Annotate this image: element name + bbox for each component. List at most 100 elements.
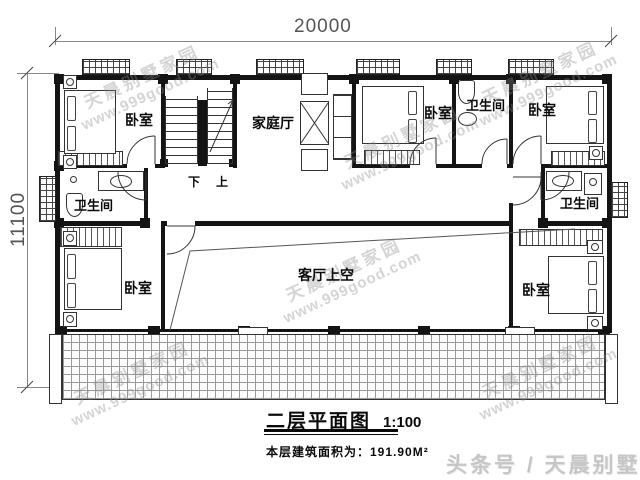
window-hatch-right (611, 182, 628, 218)
wall-corridor-bottom-c (195, 221, 513, 226)
room-label-void: 客厅上空 (298, 267, 354, 283)
balcony-end-right (605, 334, 618, 404)
wardrobe (364, 150, 420, 165)
toilet (458, 80, 475, 104)
column (349, 74, 359, 84)
window-hatch (356, 59, 400, 75)
window-hatch (256, 59, 304, 75)
wall-bed1-stairs (161, 75, 165, 168)
column (538, 218, 548, 228)
rail-pilaster (328, 326, 340, 336)
dim-ext-left-top (17, 73, 59, 74)
wall-corridor-top-d (436, 164, 455, 168)
title-underline-thin (264, 434, 398, 435)
wall-hall-bed2 (352, 78, 356, 166)
dim-line-left (27, 73, 28, 388)
nightstand-lamp (66, 315, 74, 323)
window-hatch (436, 59, 472, 75)
sink (458, 112, 477, 126)
balcony-end-left (49, 334, 62, 404)
wall-bathR-left (541, 168, 545, 225)
room-label-bath-left: 卫生间 (74, 198, 114, 213)
room-label-bath-top: 卫生间 (466, 98, 506, 113)
room-label-bedroom-br: 卧室 (522, 282, 550, 298)
stair-label-down: 下 (188, 175, 201, 189)
nightstand-lamp (66, 158, 74, 166)
room-label-family-hall: 家庭厅 (252, 115, 294, 131)
dim-ext-top-right (611, 27, 612, 45)
room-label-bedroom-tl: 卧室 (125, 112, 153, 128)
window-hatch-left (39, 176, 56, 222)
wall-stairs-hall (233, 75, 237, 168)
column (602, 74, 612, 84)
dim-ext-top-left (55, 27, 56, 45)
wall-bedBL-right (161, 226, 165, 330)
sink (110, 175, 132, 188)
door-arc (166, 225, 196, 255)
bed-pillow (588, 261, 597, 285)
wall-corridor-bottom-d (541, 221, 612, 226)
door-arc (126, 135, 156, 165)
door-arc (512, 135, 542, 165)
stair-treads-left (165, 96, 198, 164)
wall-bed2-bath (452, 75, 456, 168)
rail-pilaster (598, 326, 610, 336)
column (54, 161, 64, 171)
wall-exterior-left (55, 75, 60, 333)
wall-bathL-right (144, 168, 148, 225)
bed-pillow (588, 91, 597, 115)
wall-corridor-top-a (55, 164, 127, 168)
drawing-scale: 1:100 (383, 414, 422, 431)
armchair (301, 149, 328, 171)
toilet (66, 193, 83, 217)
bed-pillow (67, 254, 76, 279)
wall-corridor-top-f (507, 164, 513, 168)
armchair (301, 73, 328, 95)
wall-corridor-bottom-b (161, 221, 167, 226)
bed-pillow (408, 91, 417, 115)
room-label-bedroom-tm: 卧室 (424, 105, 452, 121)
column (506, 74, 516, 84)
nightstand-lamp (66, 78, 74, 86)
area-note: 本层建筑面积为：191.90M² (266, 445, 429, 459)
bed-pillow (67, 126, 76, 151)
nightstand-lamp (591, 243, 599, 251)
balcony-door-threshold (238, 327, 268, 335)
column (230, 74, 240, 84)
room-label-bedroom-bl: 卧室 (124, 280, 152, 296)
title-underline-thick (264, 429, 398, 432)
dim-top-value: 20000 (294, 16, 352, 37)
wall-corridor-top-c (352, 164, 410, 168)
wall-bath-bed3 (509, 75, 513, 168)
column (160, 159, 168, 167)
column (602, 218, 612, 228)
nightstand-lamp (592, 149, 600, 157)
balcony-door-threshold (505, 327, 535, 335)
rail-pilaster (55, 326, 67, 336)
balcony-deck (62, 334, 605, 400)
bed-pillow (588, 119, 597, 143)
shower-head (589, 178, 597, 186)
rail-pilaster (418, 326, 430, 336)
wall-exterior-right (607, 75, 612, 333)
sofa (333, 94, 352, 160)
window-hatch (176, 59, 212, 75)
dim-ext-left-bottom (17, 387, 53, 388)
wall-bedBR-left (509, 203, 513, 330)
tv-cabinet (300, 101, 329, 145)
column (158, 74, 168, 84)
door-arc (481, 138, 508, 165)
sink (552, 175, 574, 187)
stair-label-up: 上 (216, 175, 229, 189)
room-label-bath-right: 卫生间 (560, 196, 600, 211)
nightstand-lamp (591, 319, 599, 327)
column (449, 74, 459, 84)
wall-corridor-top-e (455, 164, 482, 168)
column (140, 218, 150, 228)
bed-pillow (588, 289, 597, 313)
bed-pillow (67, 283, 76, 308)
wall-corridor-bottom-a (55, 221, 148, 226)
wall-exterior-top (55, 75, 612, 80)
